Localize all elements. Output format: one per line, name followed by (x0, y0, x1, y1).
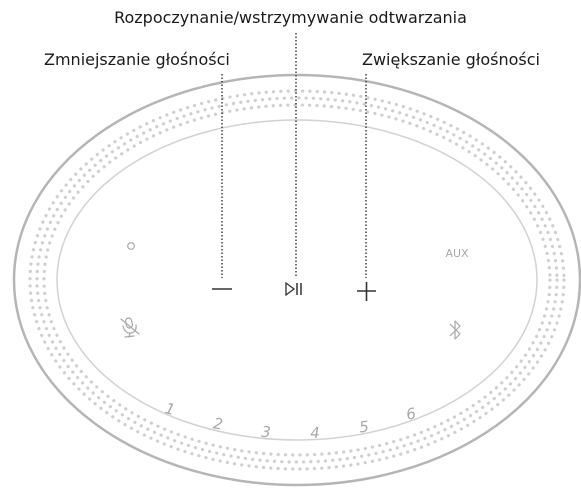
grille-dots-middle (35, 96, 559, 464)
preset-button-3[interactable]: 3 (261, 423, 271, 441)
preset-button-1[interactable]: 1 (163, 399, 177, 419)
aux-icon[interactable]: AUX (445, 247, 469, 260)
callout-play-pause: Rozpoczynanie/wstrzymywanie odtwarzania (114, 8, 467, 27)
preset-button-4[interactable]: 4 (310, 424, 320, 442)
preset-button-5[interactable]: 5 (358, 417, 370, 436)
grille-dots-inner (42, 103, 552, 457)
callout-volume-down: Zmniejszanie głośności (44, 50, 230, 69)
preset-button-2[interactable]: 2 (212, 414, 224, 433)
plus-icon[interactable] (357, 282, 376, 301)
speaker-body-outline (12, 73, 581, 487)
control-panel-outline (56, 119, 538, 441)
bluetooth-icon[interactable] (449, 320, 461, 340)
mic-off-icon[interactable] (120, 317, 140, 338)
callout-volume-up: Zwiększanie głośności (362, 50, 540, 69)
play-pause-icon[interactable] (285, 281, 302, 297)
grille-dots-outer (28, 89, 566, 471)
preset-button-6[interactable]: 6 (404, 404, 417, 424)
power-icon[interactable] (127, 242, 135, 250)
